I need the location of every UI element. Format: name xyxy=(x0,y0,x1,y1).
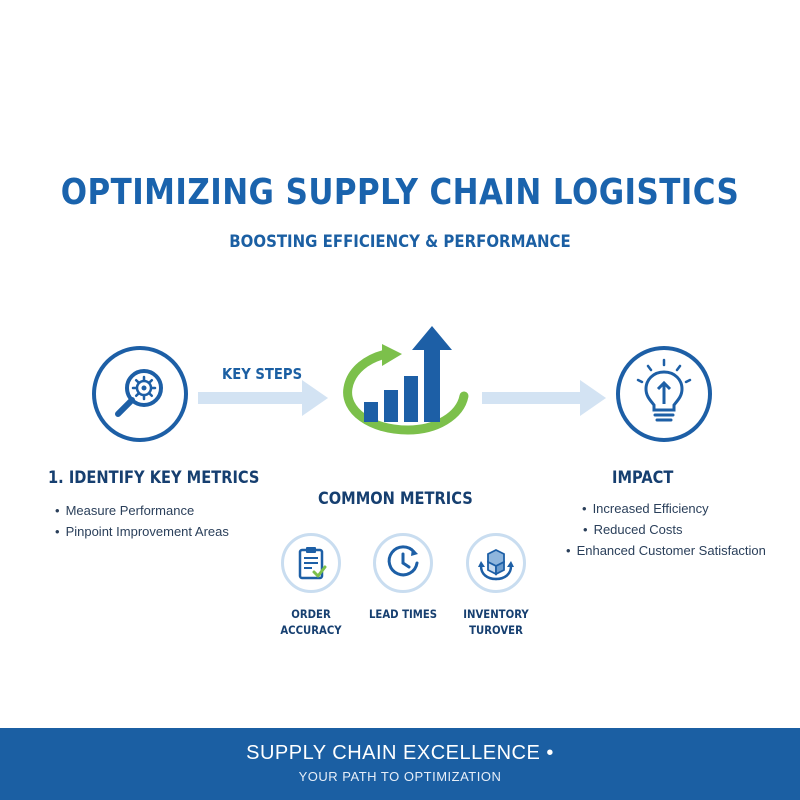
page-title: OPTIMIZING SUPPLY CHAIN LOGISTICS xyxy=(60,172,740,213)
flow-arrow-right xyxy=(482,380,606,416)
footer-title: SUPPLY CHAIN EXCELLENCE • xyxy=(246,742,554,764)
boxes-cycle-icon xyxy=(478,548,514,581)
impact-bullet-3: Enhanced Customer Satisfaction xyxy=(566,543,766,558)
clipboard-check-icon xyxy=(298,547,327,580)
inventory-turnover-line1: INVENTORY xyxy=(463,607,529,621)
impact-bullet-1: Increased Efficiency xyxy=(582,501,709,516)
flow-arrow-left xyxy=(198,380,328,416)
identify-bullet-2: Pinpoint Improvement Areas xyxy=(55,524,229,539)
clock-icon xyxy=(387,545,419,577)
order-accuracy-label: ORDER ACCURACY xyxy=(271,606,350,638)
lead-times-line1: LEAD TIMES xyxy=(368,607,438,621)
inventory-turnover-label: INVENTORY TUROVER xyxy=(456,606,535,638)
identify-metrics-icon-circle xyxy=(92,346,188,442)
identify-bullet-1: Measure Performance xyxy=(55,503,195,518)
growth-chart-icon xyxy=(343,326,469,435)
impact-icon-circle xyxy=(616,346,712,442)
magnifier-gear-icon xyxy=(115,369,163,417)
lead-times-label: LEAD TIMES xyxy=(363,606,442,622)
inventory-turnover-line2: TUROVER xyxy=(469,623,523,637)
page-subtitle: BOOSTING EFFICIENCY & PERFORMANCE xyxy=(229,232,571,252)
common-metrics-heading: COMMON METRICS xyxy=(318,489,473,509)
inventory-turnover-icon-circle xyxy=(466,533,526,593)
order-accuracy-icon-circle xyxy=(281,533,341,593)
order-accuracy-line2: ACCURACY xyxy=(280,623,342,637)
footer-banner xyxy=(0,728,800,800)
key-steps-label: KEY STEPS xyxy=(222,365,303,383)
order-accuracy-line1: ORDER xyxy=(291,607,331,621)
identify-metrics-heading: 1. IDENTIFY KEY METRICS xyxy=(48,468,260,488)
lightbulb-arrow-icon xyxy=(636,358,692,422)
lead-times-icon-circle xyxy=(373,533,433,593)
impact-heading: IMPACT xyxy=(612,468,674,488)
footer-subtitle: YOUR PATH TO OPTIMIZATION xyxy=(298,769,502,784)
impact-bullet-2: Reduced Costs xyxy=(583,522,683,537)
